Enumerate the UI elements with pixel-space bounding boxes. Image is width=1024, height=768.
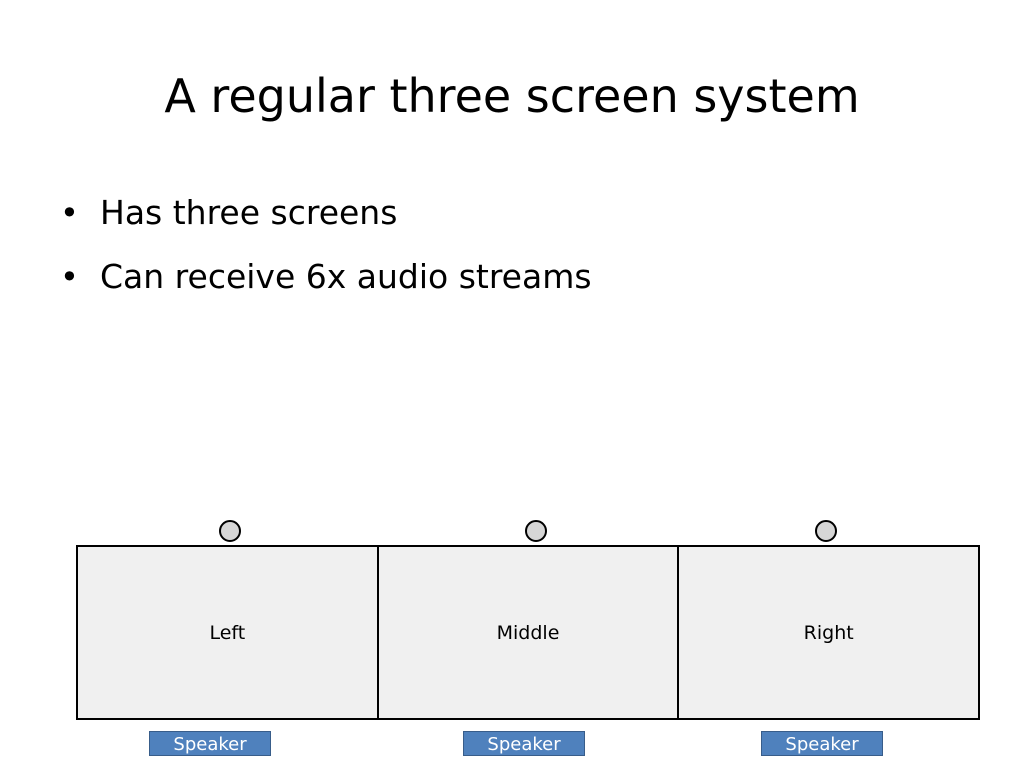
bullet-item: • Has three screens <box>60 188 592 238</box>
screen-left: Left <box>78 547 377 718</box>
slide-title: A regular three screen system <box>164 69 860 123</box>
camera-middle-icon <box>525 520 547 542</box>
speaker-left: Speaker <box>149 731 271 756</box>
bullet-text: Can receive 6x audio streams <box>100 257 592 296</box>
screen-array: Left Middle Right <box>76 545 980 720</box>
screen-middle: Middle <box>376 547 678 718</box>
screen-label: Right <box>803 621 854 644</box>
bullet-item: • Can receive 6x audio streams <box>60 252 592 302</box>
screen-right: Right <box>677 547 978 718</box>
screen-label: Left <box>209 621 246 644</box>
camera-left-icon <box>219 520 241 542</box>
camera-right-icon <box>815 520 837 542</box>
speaker-middle: Speaker <box>463 731 585 756</box>
screen-label: Middle <box>496 621 560 644</box>
bullet-icon: • <box>60 194 79 232</box>
bullet-text: Has three screens <box>100 193 398 232</box>
bullet-list: • Has three screens • Can receive 6x aud… <box>60 188 592 316</box>
bullet-icon: • <box>60 258 79 296</box>
speaker-right: Speaker <box>761 731 883 756</box>
